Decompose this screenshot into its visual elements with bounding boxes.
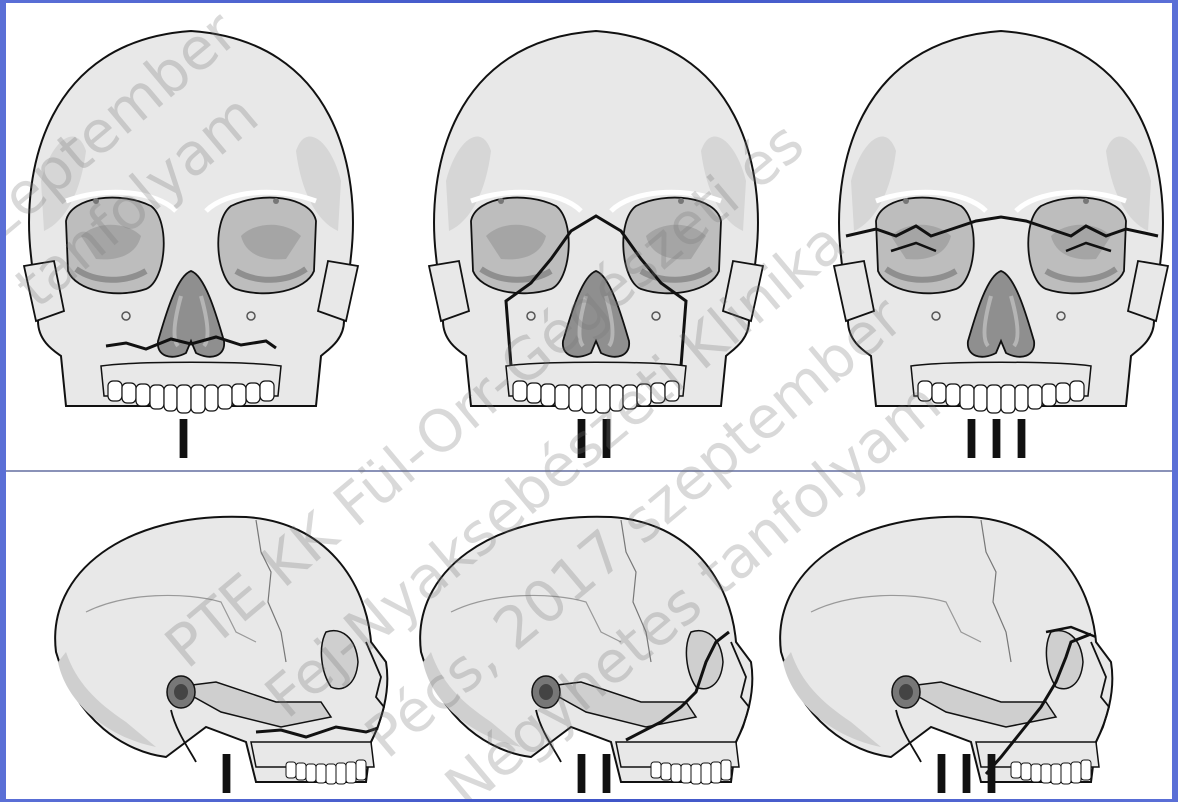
front-label-1: I bbox=[176, 406, 201, 471]
front-skull-lefort-3 bbox=[834, 31, 1168, 413]
side-label-2: II bbox=[574, 741, 624, 799]
slide-canvas: I II III bbox=[6, 3, 1172, 799]
front-label-3: III bbox=[964, 406, 1039, 471]
side-label-1: I bbox=[219, 741, 244, 799]
front-label-2: II bbox=[574, 406, 624, 471]
side-label-3: III bbox=[934, 741, 1009, 799]
front-skull-lefort-2 bbox=[429, 31, 763, 413]
front-skull-lefort-1 bbox=[24, 31, 358, 413]
front-view-row bbox=[6, 3, 1172, 470]
